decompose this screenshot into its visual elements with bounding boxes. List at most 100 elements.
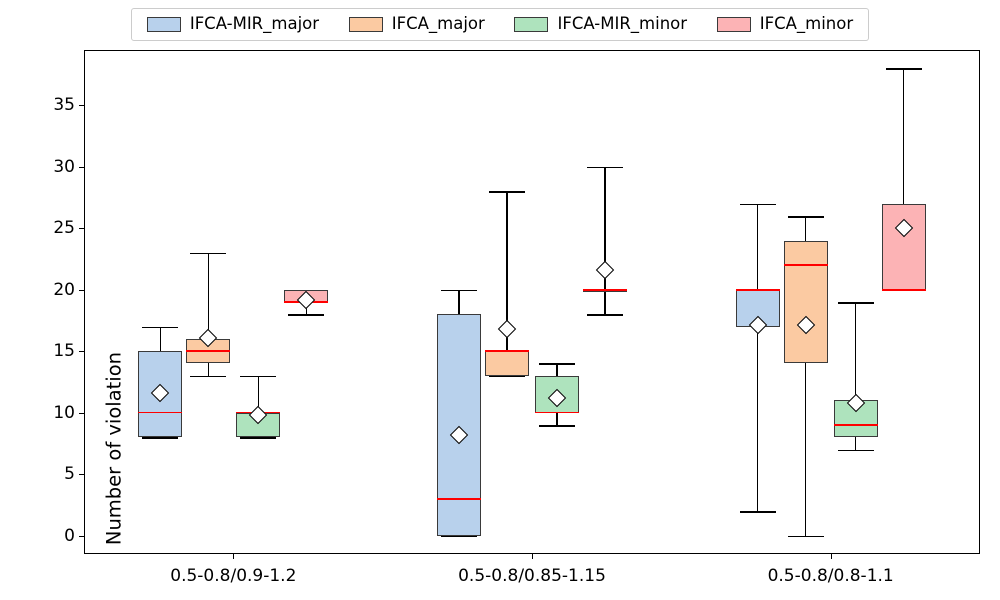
boxplot-lower-whisker <box>805 363 807 536</box>
legend-item-label: IFCA-MIR_minor <box>557 14 688 34</box>
boxplot-box[interactable] <box>783 240 828 364</box>
legend-item-label: IFCA-MIR_major <box>189 14 320 34</box>
boxplot-lower-cap <box>142 437 179 439</box>
boxplot-ifca-mir_major-group-3[interactable] <box>84 50 980 554</box>
y-axis-tick-mark <box>79 412 84 414</box>
boxplot-upper-whisker <box>159 326 161 352</box>
boxplot-upper-cap <box>587 166 623 169</box>
boxplot-ifca-mir_major-group-1[interactable] <box>84 50 980 554</box>
boxplot-ifca_minor-group-1[interactable] <box>84 50 980 554</box>
boxplot-upper-cap <box>739 203 776 206</box>
boxplot-upper-cap <box>885 68 922 71</box>
boxplot-median-line <box>783 264 828 266</box>
boxplot-lower-cap <box>240 437 277 439</box>
boxplot-upper-cap <box>539 363 575 366</box>
boxplot-median-line <box>138 411 183 414</box>
chart-legend: IFCA-MIR_major IFCA_major IFCA-MIR_minor IF… <box>131 8 869 41</box>
boxplot-upper-whisker <box>207 252 209 339</box>
legend-swatch-icon <box>716 17 751 32</box>
y-axis-tick-mark <box>79 228 84 230</box>
boxplot-upper-cap <box>190 252 227 255</box>
y-axis-tick-label: 25 <box>53 218 75 239</box>
y-axis-tick-label: 35 <box>53 95 75 116</box>
boxplot-lower-cap <box>190 375 227 378</box>
boxplot-ifca-mir_major-group-2[interactable] <box>84 50 980 554</box>
boxplot-upper-whisker <box>458 289 460 315</box>
boxplot-upper-cap <box>787 215 824 218</box>
x-axis-tick-label: 0.5-0.8/0.9-1.2 <box>170 566 297 586</box>
boxplot-ifca_major-group-2[interactable] <box>84 50 980 554</box>
boxplot-lower-whisker <box>757 326 759 511</box>
boxplot-lower-cap <box>539 424 575 427</box>
legend-item-ifca_minor[interactable]: IFCA_minor <box>716 9 854 40</box>
x-axis-tick-mark <box>233 554 235 559</box>
x-axis-tick-mark <box>532 554 534 559</box>
y-axis-tick-label: 15 <box>53 341 75 362</box>
plot-frame <box>84 50 980 554</box>
boxplot-median-line <box>186 350 231 352</box>
x-axis-tick-mark <box>830 554 832 559</box>
boxplot-ifca-mir_minor-group-1[interactable] <box>84 50 980 554</box>
boxplot-median-line <box>583 288 627 291</box>
y-axis-tick-mark <box>79 289 84 291</box>
boxplot-lower-cap <box>587 314 623 316</box>
legend-item-label: IFCA_major <box>391 14 485 34</box>
x-axis-tick-label: 0.5-0.8/0.85-1.15 <box>458 566 606 586</box>
y-axis-tick-mark <box>79 474 84 476</box>
boxplot-upper-whisker <box>903 68 905 204</box>
boxplot-median-line <box>437 497 481 500</box>
y-axis-tick-mark <box>79 351 84 353</box>
boxplot-ifca_minor-group-3[interactable] <box>84 50 980 554</box>
boxplot-upper-whisker <box>757 203 759 290</box>
boxplot-lower-cap <box>288 314 325 316</box>
y-axis-tick-label: 0 <box>64 525 75 546</box>
y-axis-tick-mark <box>79 105 84 107</box>
legend-swatch-icon <box>146 17 181 32</box>
boxplot-ifca_major-group-3[interactable] <box>84 50 980 554</box>
boxplot-box[interactable] <box>236 412 281 438</box>
boxplot-upper-whisker <box>257 375 259 413</box>
legend-swatch-icon <box>348 17 383 32</box>
boxplot-upper-whisker <box>604 166 606 290</box>
legend-swatch-icon <box>514 17 549 32</box>
boxplot-median-line <box>833 424 878 426</box>
legend-item-label: IFCA_minor <box>759 14 854 34</box>
boxplot-lower-whisker <box>556 412 558 425</box>
boxplot-median-line <box>535 411 579 414</box>
boxplot-lower-cap <box>837 449 874 452</box>
boxplot-upper-cap <box>837 302 874 304</box>
legend-item-ifca-mir_major[interactable]: IFCA-MIR_major <box>146 9 320 40</box>
boxplot-median-line <box>485 350 529 352</box>
boxplot-upper-whisker <box>556 363 558 376</box>
x-axis-tick-label: 0.5-0.8/0.8-1.1 <box>767 566 894 586</box>
boxplot-ifca-mir_minor-group-2[interactable] <box>84 50 980 554</box>
boxplot-upper-cap <box>489 191 525 193</box>
boxplot-lower-whisker <box>207 363 209 376</box>
y-axis-tick-label: 30 <box>53 156 75 177</box>
boxplot-lower-cap <box>739 510 776 513</box>
y-axis-tick-mark <box>79 535 84 537</box>
legend-item-ifca_major[interactable]: IFCA_major <box>348 9 485 40</box>
y-axis-tick-label: 5 <box>64 464 75 485</box>
boxplot-upper-cap <box>142 326 179 329</box>
boxplot-upper-whisker <box>506 191 508 352</box>
boxplot-ifca-mir_minor-group-3[interactable] <box>84 50 980 554</box>
boxplot-upper-cap <box>240 375 277 378</box>
boxplot-lower-cap <box>787 535 824 538</box>
boxplot-upper-whisker <box>805 215 807 241</box>
boxplot-ifca_major-group-1[interactable] <box>84 50 980 554</box>
y-axis-tick-label: 20 <box>53 279 75 300</box>
boxplot-lower-cap <box>441 535 477 538</box>
y-axis-tick-label: 10 <box>53 402 75 423</box>
boxplot-median-line <box>881 288 926 291</box>
boxplot-box[interactable] <box>881 203 926 290</box>
boxplot-upper-cap <box>441 289 477 292</box>
boxplot-ifca_minor-group-2[interactable] <box>84 50 980 554</box>
boxplot-upper-whisker <box>855 302 857 401</box>
legend-item-ifca-mir_minor[interactable]: IFCA-MIR_minor <box>514 9 687 40</box>
boxplot-lower-whisker <box>855 437 857 450</box>
boxplot-median-line <box>735 288 780 291</box>
boxplot-lower-whisker <box>604 290 606 315</box>
